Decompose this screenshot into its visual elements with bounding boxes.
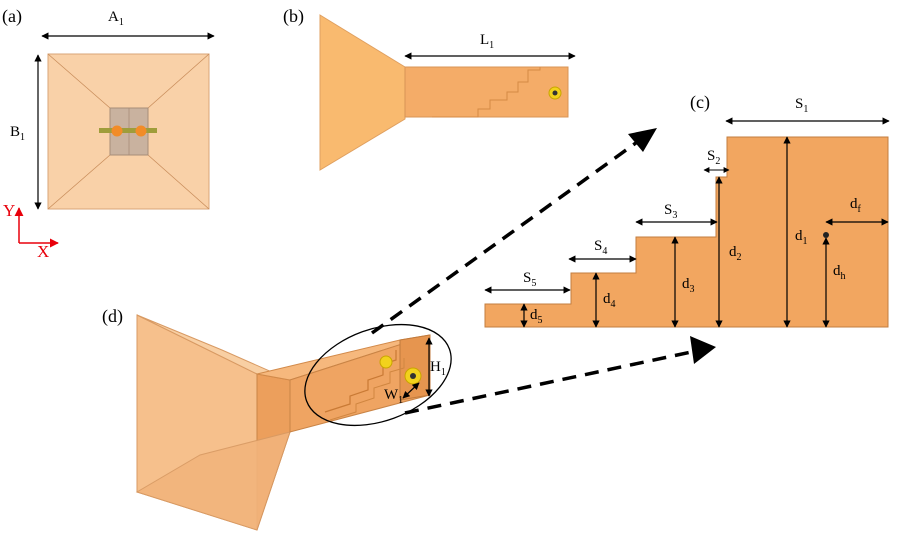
dim-W1-arrow [402, 382, 420, 399]
dim-S5-label: S5 [523, 270, 536, 289]
horn-edge [147, 154, 210, 210]
callout-arrow-to-c [404, 349, 697, 415]
feed-probe [99, 128, 157, 133]
dim-d2-label: d2 [729, 244, 742, 263]
feed-connector-left [111, 125, 123, 137]
feed-pin [552, 90, 558, 96]
panel-d-3d-view: (d) H1 W1 [102, 306, 452, 531]
dim-L1-label: L1 [480, 32, 494, 51]
dim-S4-label: S4 [594, 238, 607, 257]
dim-W1-label: W1 [384, 387, 403, 406]
horn-edge [47, 53, 111, 109]
callout-arrowhead-to-b [628, 128, 657, 152]
callout-arrows [370, 128, 716, 415]
ridge-profile-3d-back [329, 358, 405, 421]
detail-ellipse [304, 323, 452, 427]
callout-arrow-to-b [370, 138, 642, 335]
dim-S3-label: S3 [664, 202, 677, 221]
horn-edge [147, 53, 210, 109]
feed-connector-right [135, 125, 147, 137]
panel-a-label: (a) [2, 6, 22, 27]
panel-c-label: (c) [690, 92, 710, 113]
callout-arrowhead-to-c [690, 336, 716, 364]
ridge-profile-side [432, 67, 541, 118]
dim-d5-label: d5 [530, 307, 543, 326]
stepped-ridge [484, 136, 889, 328]
feed-point-marker [823, 232, 829, 238]
y-axis-label: Y [3, 201, 15, 220]
feed-pin-3d [410, 373, 416, 379]
panel-b-side-view: (b) L1 [283, 6, 576, 171]
x-axis-label: X [37, 242, 49, 261]
horn-edge [47, 154, 111, 210]
panel-a-top-view: (a) A1 B1 Y X [2, 6, 215, 261]
dim-S2-label: S2 [707, 148, 720, 167]
panel-c-ridge-profile: (c) S1 S2 S3 S4 S5 d1 d2 d3 d4 d5 df dh [484, 92, 890, 328]
dim-B1-label: B1 [10, 124, 25, 143]
dim-dh-label: dh [833, 263, 846, 282]
feed-connector-3d-left [379, 355, 393, 369]
dim-S1-label: S1 [795, 96, 808, 115]
dim-d4-label: d4 [603, 291, 616, 310]
dim-df-label: df [850, 196, 862, 215]
panel-d-label: (d) [102, 306, 123, 327]
horn-flare-side [319, 14, 406, 171]
dim-A1-label: A1 [108, 9, 124, 28]
dim-H1-label: H1 [430, 359, 446, 378]
dim-d1-label: d1 [795, 228, 808, 247]
panel-b-label: (b) [283, 6, 304, 27]
dim-d3-label: d3 [682, 276, 695, 295]
